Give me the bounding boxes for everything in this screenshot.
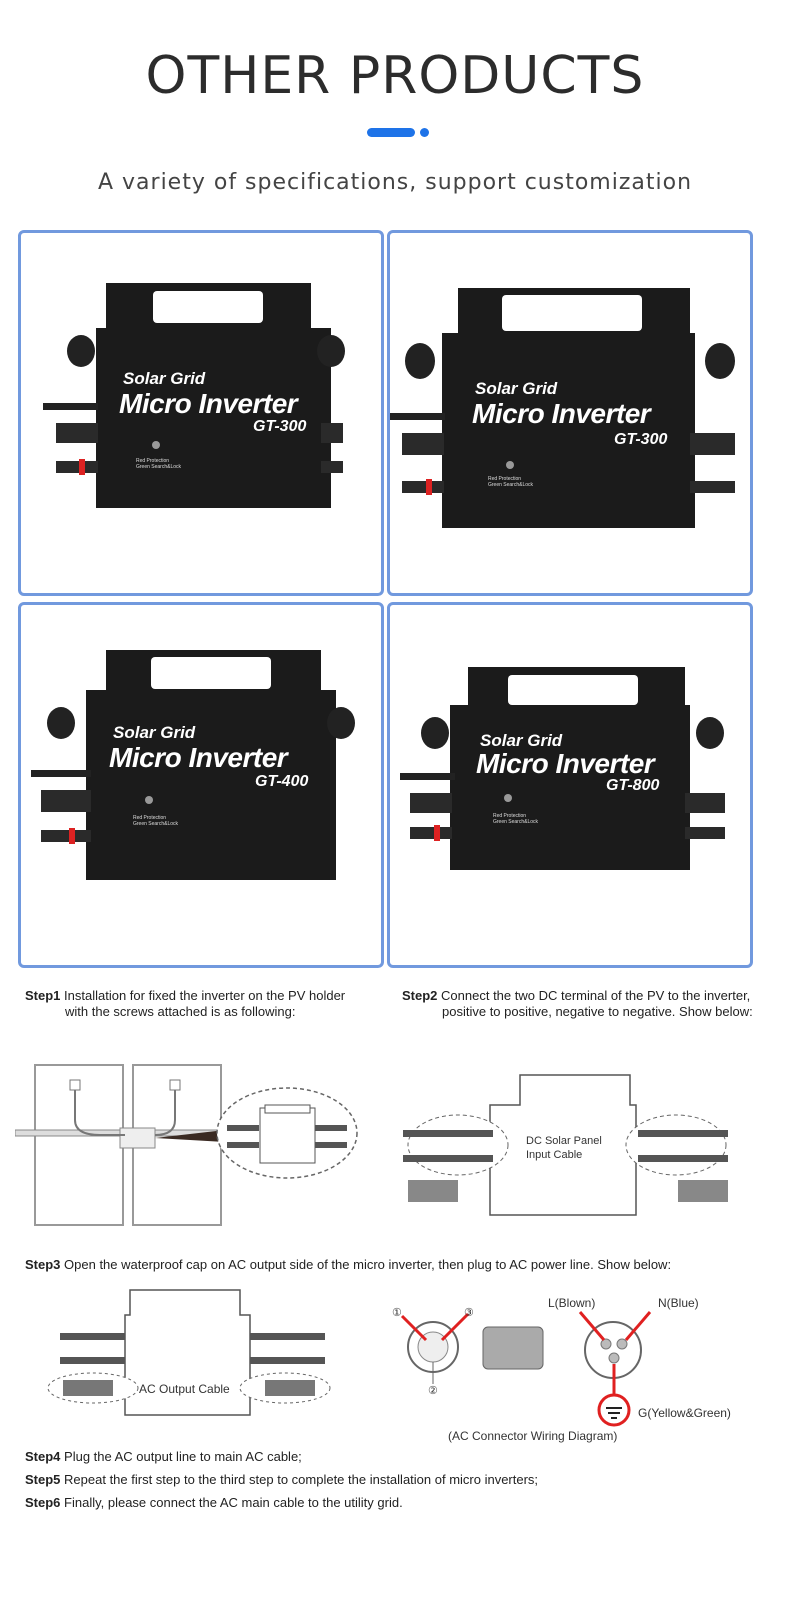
- connector-n-label: N(Blue): [658, 1296, 699, 1310]
- page-subtitle: A variety of specifications, support cus…: [97, 170, 693, 195]
- product-brand: Solar Grid: [113, 723, 196, 742]
- inverter-image: [400, 667, 725, 870]
- step-text: Finally, please connect the AC main cabl…: [64, 1495, 403, 1510]
- product-brand: Solar Grid: [475, 379, 558, 398]
- step-text: Open the waterproof cap on AC output sid…: [64, 1257, 672, 1272]
- ac-output-diagram: AC Output Cable: [45, 1285, 335, 1420]
- step-label: Step6: [25, 1495, 61, 1510]
- inverter-image: [43, 283, 345, 508]
- dc-input-label-2: Input Cable: [526, 1149, 583, 1161]
- pin-2-label: ②: [428, 1385, 438, 1397]
- step-label: Step4: [25, 1449, 61, 1464]
- step-1: Step1 Installation for fixed the inverte…: [25, 988, 385, 1020]
- product-note-red: Red Protection: [493, 813, 527, 819]
- connector-diagram-caption: (AC Connector Wiring Diagram): [448, 1429, 618, 1443]
- step-5: Step5 Repeat the first step to the third…: [25, 1472, 765, 1488]
- step-label: Step5: [25, 1472, 61, 1487]
- ac-connector-wiring-diagram: ① ③ ② L(Blown) N(Blue) G(Yellow&Green) (…: [388, 1292, 748, 1447]
- step-2: Step2 Connect the two DC terminal of the…: [402, 988, 772, 1020]
- product-card-gt400[interactable]: Solar Grid Micro Inverter GT-400 Red Pro…: [18, 602, 384, 968]
- step-label: Step3: [25, 1257, 61, 1272]
- step-text-cont: with the screws attached is as following…: [65, 1004, 296, 1019]
- step-text: Plug the AC output line to main AC cable…: [64, 1449, 302, 1464]
- product-note-green: Green Search&Lock: [493, 819, 539, 825]
- product-name: Micro Inverter: [109, 742, 288, 773]
- product-model: GT-400: [255, 773, 309, 790]
- step-text: Connect the two DC terminal of the PV to…: [441, 988, 751, 1003]
- product-brand: Solar Grid: [123, 369, 206, 388]
- product-note-red: Red Protection: [133, 815, 167, 821]
- product-note-green: Green Search&Lock: [136, 464, 182, 470]
- product-card-gt300-a[interactable]: Solar Grid Micro Inverter GT-300 Red Pro…: [18, 230, 384, 596]
- ac-output-label: AC Output Cable: [139, 1382, 230, 1396]
- product-note-green: Green Search&Lock: [488, 482, 534, 488]
- step-4: Step4 Plug the AC output line to main AC…: [25, 1449, 765, 1465]
- pin-3-label: ③: [464, 1307, 474, 1319]
- step-text: Installation for fixed the inverter on t…: [64, 988, 346, 1003]
- inverter-image: [390, 288, 735, 528]
- dc-connection-diagram: DC Solar Panel Input Cable: [398, 1070, 738, 1220]
- product-model: GT-300: [614, 431, 668, 448]
- product-brand: Solar Grid: [480, 731, 563, 750]
- pv-holder-mounting-diagram: [15, 1064, 358, 1226]
- step-text-cont: positive to positive, negative to negati…: [442, 1004, 753, 1019]
- title-accent-bar: [367, 128, 415, 137]
- step-3: Step3 Open the waterproof cap on AC outp…: [25, 1257, 765, 1273]
- product-card-gt300-b[interactable]: Solar Grid Micro Inverter GT-300 Red Pro…: [387, 230, 753, 596]
- product-note-green: Green Search&Lock: [133, 821, 179, 827]
- pin-1-label: ①: [392, 1307, 402, 1319]
- product-name: Micro Inverter: [119, 388, 298, 419]
- product-model: GT-800: [606, 777, 660, 794]
- product-card-gt800[interactable]: Solar Grid Micro Inverter GT-800 Red Pro…: [387, 602, 753, 968]
- product-note-red: Red Protection: [136, 458, 170, 464]
- product-name: Micro Inverter: [472, 398, 651, 429]
- product-note-red: Red Protection: [488, 476, 522, 482]
- step-label: Step2: [402, 988, 438, 1003]
- page-title: OTHER PRODUCTS: [145, 46, 645, 106]
- connector-g-label: G(Yellow&Green): [638, 1406, 731, 1420]
- dc-input-label: DC Solar Panel: [526, 1135, 602, 1147]
- step-text: Repeat the first step to the third step …: [64, 1472, 539, 1487]
- product-model: GT-300: [253, 418, 307, 435]
- step-label: Step1: [25, 988, 61, 1003]
- product-name: Micro Inverter: [476, 748, 655, 779]
- step-6: Step6 Finally, please connect the AC mai…: [25, 1495, 765, 1511]
- connector-l-label: L(Blown): [548, 1296, 596, 1310]
- title-accent-dot: [420, 128, 429, 137]
- inverter-image: [31, 650, 355, 880]
